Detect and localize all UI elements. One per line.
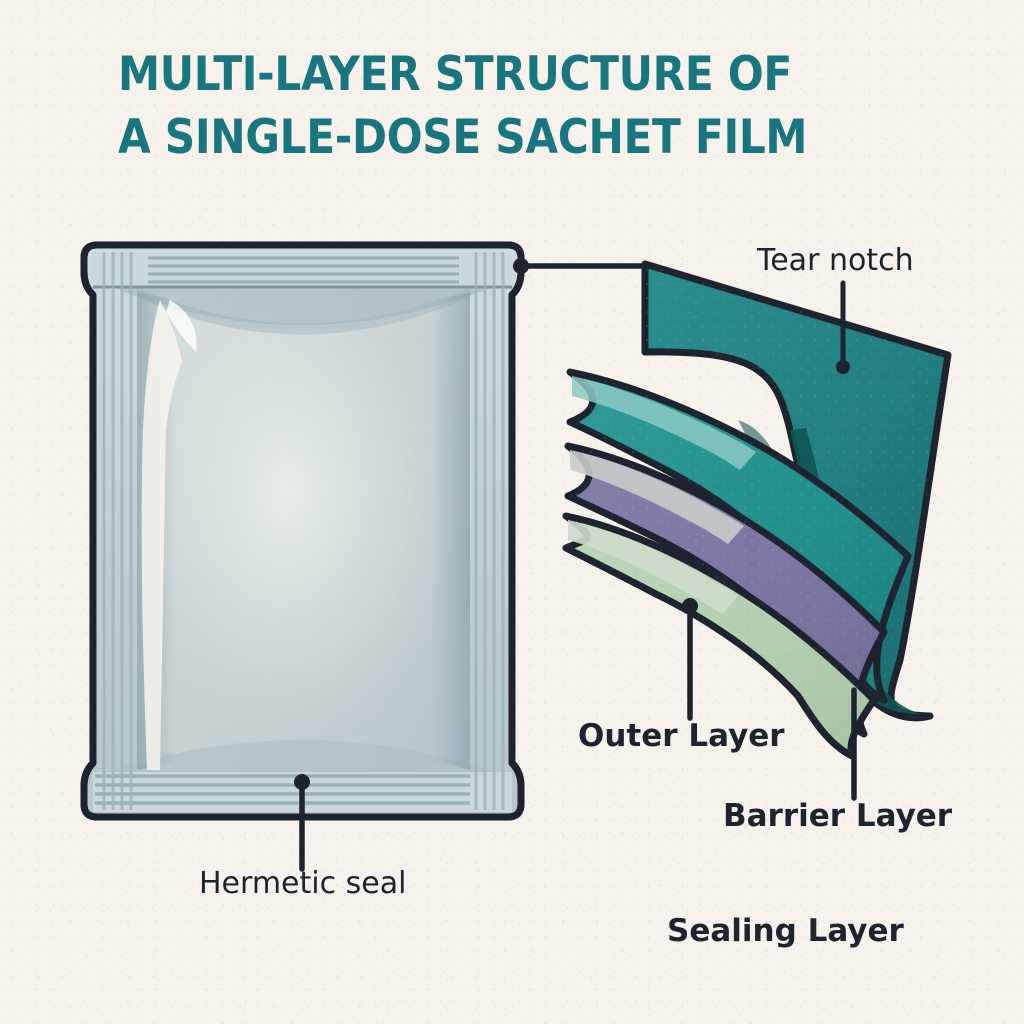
callout-leaders (294, 258, 857, 872)
sachet-bulge-highlight (137, 287, 470, 775)
sachet-specular-highlight-2 (166, 300, 197, 352)
film-layer-outer-edge (572, 376, 756, 470)
callout-barrier-layer: Barrier Layer (723, 798, 953, 834)
sachet-left-seal-ribs (102, 252, 133, 810)
sachet-top-seal (93, 252, 512, 289)
leader-hermetic-seal (294, 774, 310, 872)
sachet-outline-top (80, 241, 525, 821)
page-title: Multi-layer structure of a single-dose s… (118, 47, 808, 165)
film-layer-barrier-edge (570, 450, 744, 544)
callout-tear-notch: Tear notch (757, 243, 914, 278)
sachet-right-shade (431, 292, 470, 770)
sachet-specular-highlight (141, 300, 182, 770)
sachet-bottom-fold (100, 740, 505, 775)
film-layer-sealing (562, 512, 878, 760)
film-layer-sealing-edge (568, 520, 738, 614)
sachet-pouch (80, 241, 525, 821)
leader-outer-layer (682, 598, 698, 721)
sachet-top-fold (137, 287, 470, 335)
sachet-top-fold-shade (100, 282, 505, 325)
leader-tear-notch (513, 258, 850, 374)
callout-hermetic-seal: Hermetic seal (199, 866, 407, 901)
film-layer-stack (562, 260, 952, 760)
sachet-right-seal-ribs (474, 252, 505, 810)
callout-outer-layer: Outer Layer (578, 718, 785, 754)
callout-sealing-layer: Sealing Layer (667, 913, 904, 949)
